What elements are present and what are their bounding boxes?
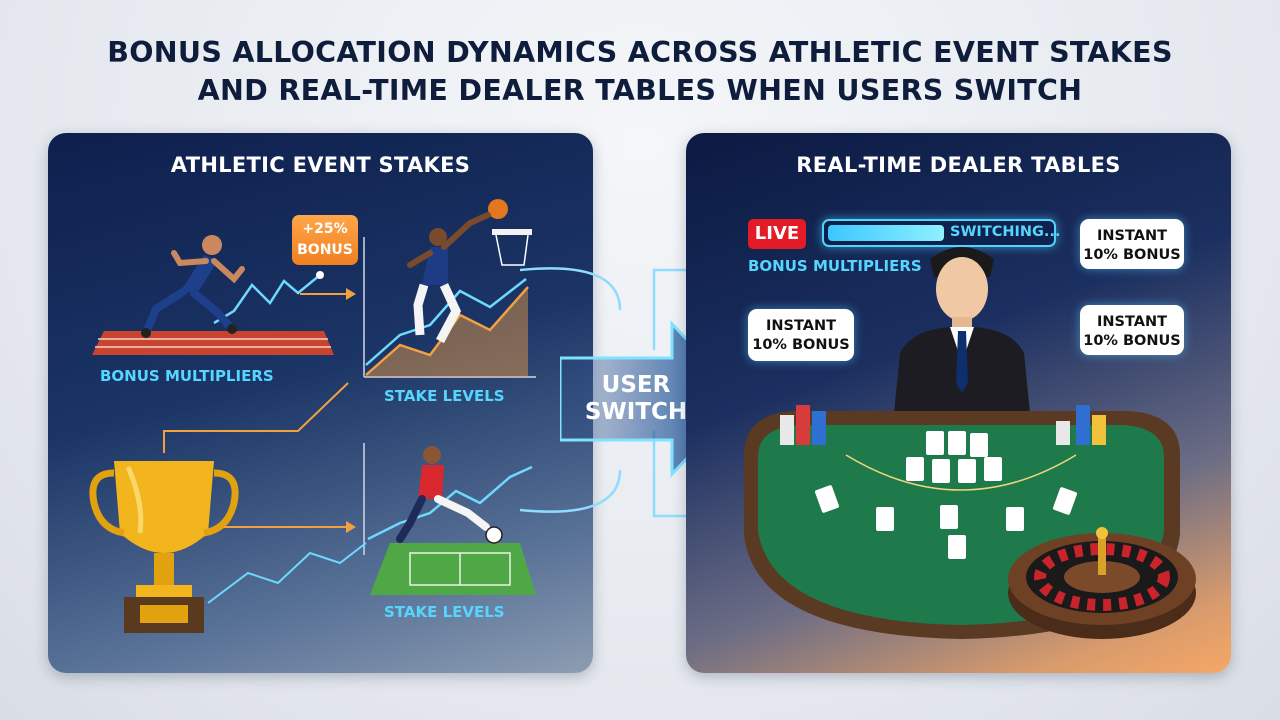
trophy-icon [89,461,239,633]
roulette-wheel-icon [1008,527,1196,639]
user-switch-label: USER SWITCH [584,372,688,425]
left-connectors [163,288,367,604]
switching-progress-bar: SWITCHING... [822,219,1060,247]
bonus-tag: +25% BONUS [292,215,358,265]
stake-levels-label-bottom: STAKE LEVELS [384,603,505,621]
instant-bonus-bubble-1: INSTANT 10% BONUS [1080,219,1184,269]
stake-levels-label-top: STAKE LEVELS [384,387,505,405]
right-bonus-multipliers-label: BONUS MULTIPLIERS [748,257,922,275]
real-time-dealer-tables-panel: REAL-TIME DEALER TABLES LIVE SWITCHING..… [686,133,1231,673]
dealer-icon [892,247,1032,433]
soccer-player-icon [363,443,536,595]
sprinter-icon [92,235,334,355]
switching-text: SWITCHING... [950,224,1061,240]
page-title: BONUS ALLOCATION DYNAMICS ACROSS ATHLETI… [0,34,1280,110]
basketball-player-icon [363,199,536,378]
left-bonus-multipliers-label: BONUS MULTIPLIERS [100,367,274,385]
title-line-1: BONUS ALLOCATION DYNAMICS ACROSS ATHLETI… [107,36,1173,69]
switching-progress-fill [828,225,944,241]
title-line-2: AND REAL-TIME DEALER TABLES WHEN USERS S… [197,74,1083,107]
live-badge: LIVE [748,219,806,249]
instant-bonus-bubble-3: INSTANT 10% BONUS [1080,305,1184,355]
right-panel-title: REAL-TIME DEALER TABLES [796,153,1121,177]
left-panel-title: ATHLETIC EVENT STAKES [170,153,471,177]
instant-bonus-bubble-2: INSTANT 10% BONUS [748,309,854,361]
athletic-event-stakes-panel: ATHLETIC EVENT STAKES +25% BONUS BONUS M… [48,133,593,673]
